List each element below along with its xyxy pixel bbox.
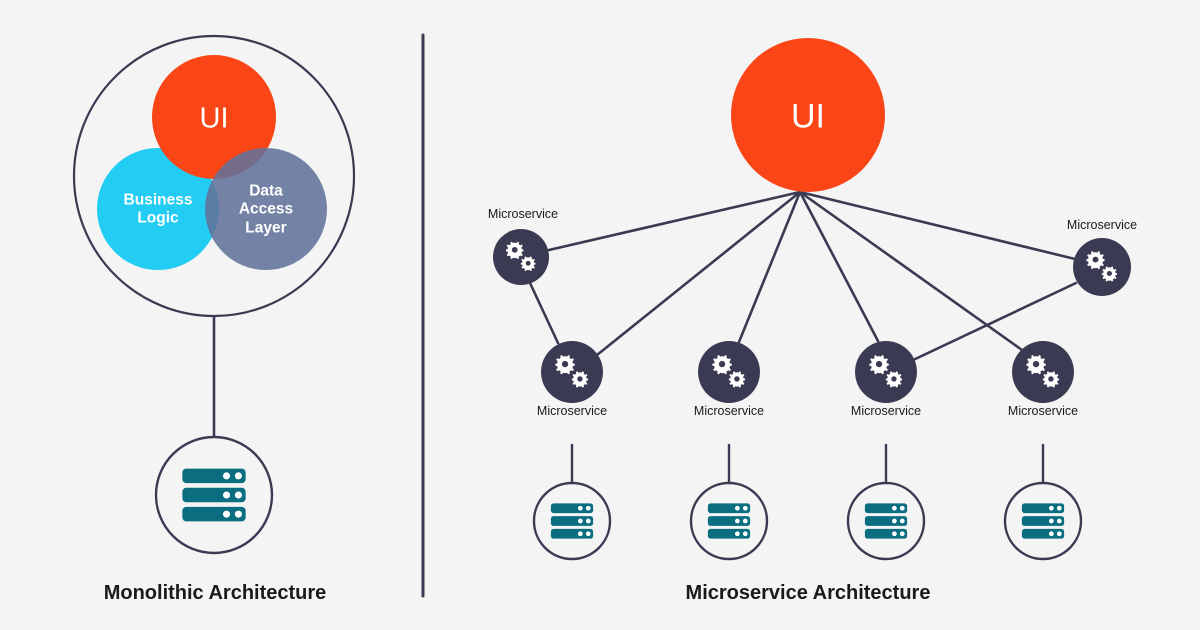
server-icon — [707, 503, 751, 539]
server-icon — [864, 503, 908, 539]
microservice-node-ms-bottom-2[interactable] — [698, 341, 760, 403]
monolith-boundary-circle — [72, 34, 356, 318]
server-icon — [550, 503, 594, 539]
business-logic-circle — [97, 148, 219, 270]
monolith-database-circle — [154, 435, 274, 555]
microservice-server-links-group — [570, 443, 1045, 485]
link-hub-to-ms-top-right — [798, 190, 1077, 261]
server-icon — [182, 468, 246, 522]
microservice-node-ms-bottom-1[interactable] — [541, 341, 603, 403]
link-ms-top-right-to-ms-bottom-3 — [909, 281, 1078, 363]
microservice-node-ms-top-left[interactable] — [493, 229, 549, 285]
server-icon — [1021, 503, 1065, 539]
link-ms-top-left-to-ms-bottom-1 — [528, 281, 560, 345]
link-hub-to-ms-bottom-4 — [798, 190, 1024, 352]
link-hub-to-ms-bottom-3 — [798, 190, 880, 343]
database-circle-server-3[interactable] — [846, 481, 926, 561]
data-access-layer-circle — [205, 148, 327, 270]
microservice-node-ms-bottom-4[interactable] — [1012, 341, 1074, 403]
microservice-nodes-group — [493, 229, 1131, 403]
database-circle-server-1[interactable] — [532, 481, 612, 561]
link-hub-to-ms-bottom-2 — [737, 190, 802, 344]
database-circle-server-2[interactable] — [689, 481, 769, 561]
database-circle-server-4[interactable] — [1003, 481, 1083, 561]
microservice-ui-circle — [731, 38, 885, 192]
link-hub-to-ms-bottom-1 — [595, 190, 802, 357]
monolith-group — [72, 34, 356, 555]
microservice-databases-group — [532, 481, 1083, 561]
microservice-links-group — [528, 190, 1078, 363]
microservice-node-ms-top-right[interactable] — [1073, 238, 1131, 296]
microservice-node-ms-bottom-3[interactable] — [855, 341, 917, 403]
link-hub-to-ms-top-left — [547, 190, 802, 252]
monolith-ui-circle — [152, 55, 276, 179]
